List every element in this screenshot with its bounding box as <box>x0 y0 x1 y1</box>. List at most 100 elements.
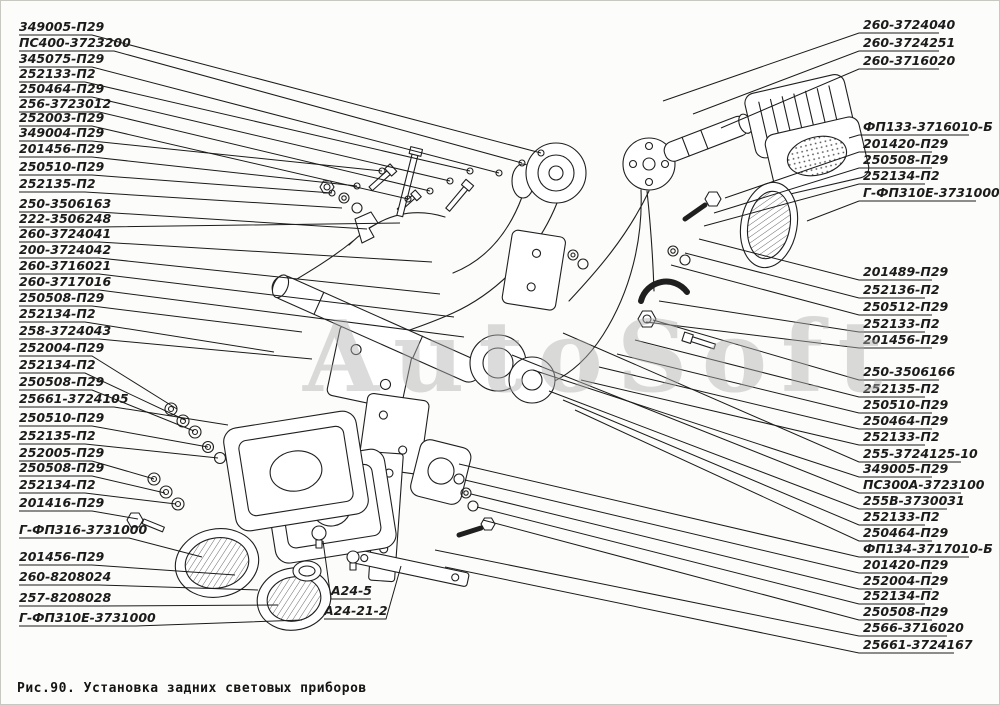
leader-line <box>482 519 932 621</box>
part-label: 250464-П29 <box>19 81 105 96</box>
part-label: 252133-П2 <box>863 429 940 444</box>
leader-line <box>19 81 471 172</box>
part-label: 252136-П2 <box>863 282 940 297</box>
leader-line <box>19 372 186 421</box>
part-label: 252133-П2 <box>863 509 940 524</box>
part-label: 250508-П29 <box>863 152 949 167</box>
leader-line <box>19 140 383 172</box>
part-label: 222-3506248 <box>19 211 111 226</box>
leader-line <box>692 50 939 115</box>
leader-line <box>19 66 500 174</box>
leader-line <box>684 252 925 299</box>
leader-line <box>19 241 433 263</box>
screws-top <box>328 149 545 203</box>
part-label: 260-3716021 <box>19 258 111 273</box>
leader-line <box>562 399 925 526</box>
leader-line <box>713 167 932 214</box>
washer-stacks-left <box>126 402 227 533</box>
part-label: ФП133-3716010-Б <box>863 119 993 134</box>
part-label: 25661-3724105 <box>19 391 129 406</box>
leader-line <box>458 463 969 558</box>
part-label: 252133-П2 <box>863 316 940 331</box>
leader-line <box>562 332 961 463</box>
part-label: 252134-П2 <box>863 588 940 603</box>
mount-flange <box>622 137 676 191</box>
leader-line <box>19 492 177 505</box>
leader-line <box>698 238 932 281</box>
part-label: Г-ФП310Е-3731000 <box>863 185 1000 200</box>
oval-lamp <box>739 181 799 269</box>
leader-line <box>19 289 465 338</box>
part-label: ФП134-3717010-Б <box>863 541 993 556</box>
leader-line <box>670 264 932 316</box>
part-label: 250-3506163 <box>19 196 111 211</box>
part-label: 252003-П29 <box>19 110 105 125</box>
fasteners-left <box>319 146 475 244</box>
part-label: 252005-П29 <box>19 445 105 460</box>
leader-line <box>19 406 229 426</box>
leader-line <box>19 443 219 459</box>
leader-line <box>511 354 961 494</box>
leader-line <box>645 321 932 349</box>
leader-line <box>19 96 451 182</box>
part-label: 250508-П29 <box>19 374 105 389</box>
part-label: 250464-П29 <box>863 525 949 540</box>
leader-line <box>634 339 925 398</box>
leader-line <box>574 409 932 542</box>
exploded-drawing <box>126 74 870 631</box>
leader-line <box>19 156 358 187</box>
connector-plate <box>501 229 566 311</box>
leader-line <box>434 549 947 637</box>
leader-line <box>616 353 932 414</box>
part-label: 201456-П29 <box>863 332 949 347</box>
part-label: А24-5 <box>330 583 372 598</box>
part-label: 252135-П2 <box>863 381 940 396</box>
fasteners-right <box>637 191 722 350</box>
leader-line <box>19 125 409 200</box>
leader-line <box>19 604 279 607</box>
leader-line <box>19 273 455 318</box>
part-label: 250512-П29 <box>863 299 949 314</box>
part-label: Г-ФП310Е-3731000 <box>19 610 156 625</box>
leader-line <box>19 34 542 154</box>
leader-line <box>19 257 441 295</box>
leader-line <box>322 540 371 600</box>
leader-line <box>476 506 925 605</box>
part-label: 250508-П29 <box>19 290 105 305</box>
leader-line <box>470 493 932 590</box>
part-label: 260-3717016 <box>19 274 111 289</box>
gasket-ring <box>292 560 322 582</box>
leader-line <box>19 321 275 353</box>
round-lamp-top <box>511 142 587 204</box>
round-lens-2 <box>256 567 332 631</box>
leader-line <box>19 174 333 194</box>
part-label: А24-21-2 <box>323 603 388 618</box>
part-label: 252135-П2 <box>19 428 96 443</box>
round-lens-1 <box>174 528 260 598</box>
part-label: 252134-П2 <box>19 306 96 321</box>
part-label: 252135-П2 <box>19 176 96 191</box>
part-label: 349005-П29 <box>19 19 105 34</box>
part-label: 349004-П29 <box>19 125 105 140</box>
leader-line <box>19 619 303 627</box>
part-label: 250464-П29 <box>863 413 949 428</box>
part-label: ПС400-3723200 <box>19 35 131 50</box>
leader-line <box>444 566 954 654</box>
leader-line <box>580 379 925 446</box>
leader-line <box>548 390 947 510</box>
part-label: 255В-3730031 <box>863 493 965 508</box>
leader-line <box>19 389 195 432</box>
fasteners-bottom-center <box>453 473 496 538</box>
leader-line <box>324 565 402 620</box>
part-label: 252134-П2 <box>19 357 96 372</box>
part-label: 25661-3724167 <box>863 637 973 652</box>
leader-line <box>720 68 939 129</box>
leader-line <box>658 300 925 333</box>
part-label: 349005-П29 <box>863 461 949 476</box>
part-label: 201420-П29 <box>863 557 949 572</box>
leader-line <box>19 305 303 333</box>
part-label: 201420-П29 <box>863 136 949 151</box>
part-label: 345075-П29 <box>19 51 105 66</box>
